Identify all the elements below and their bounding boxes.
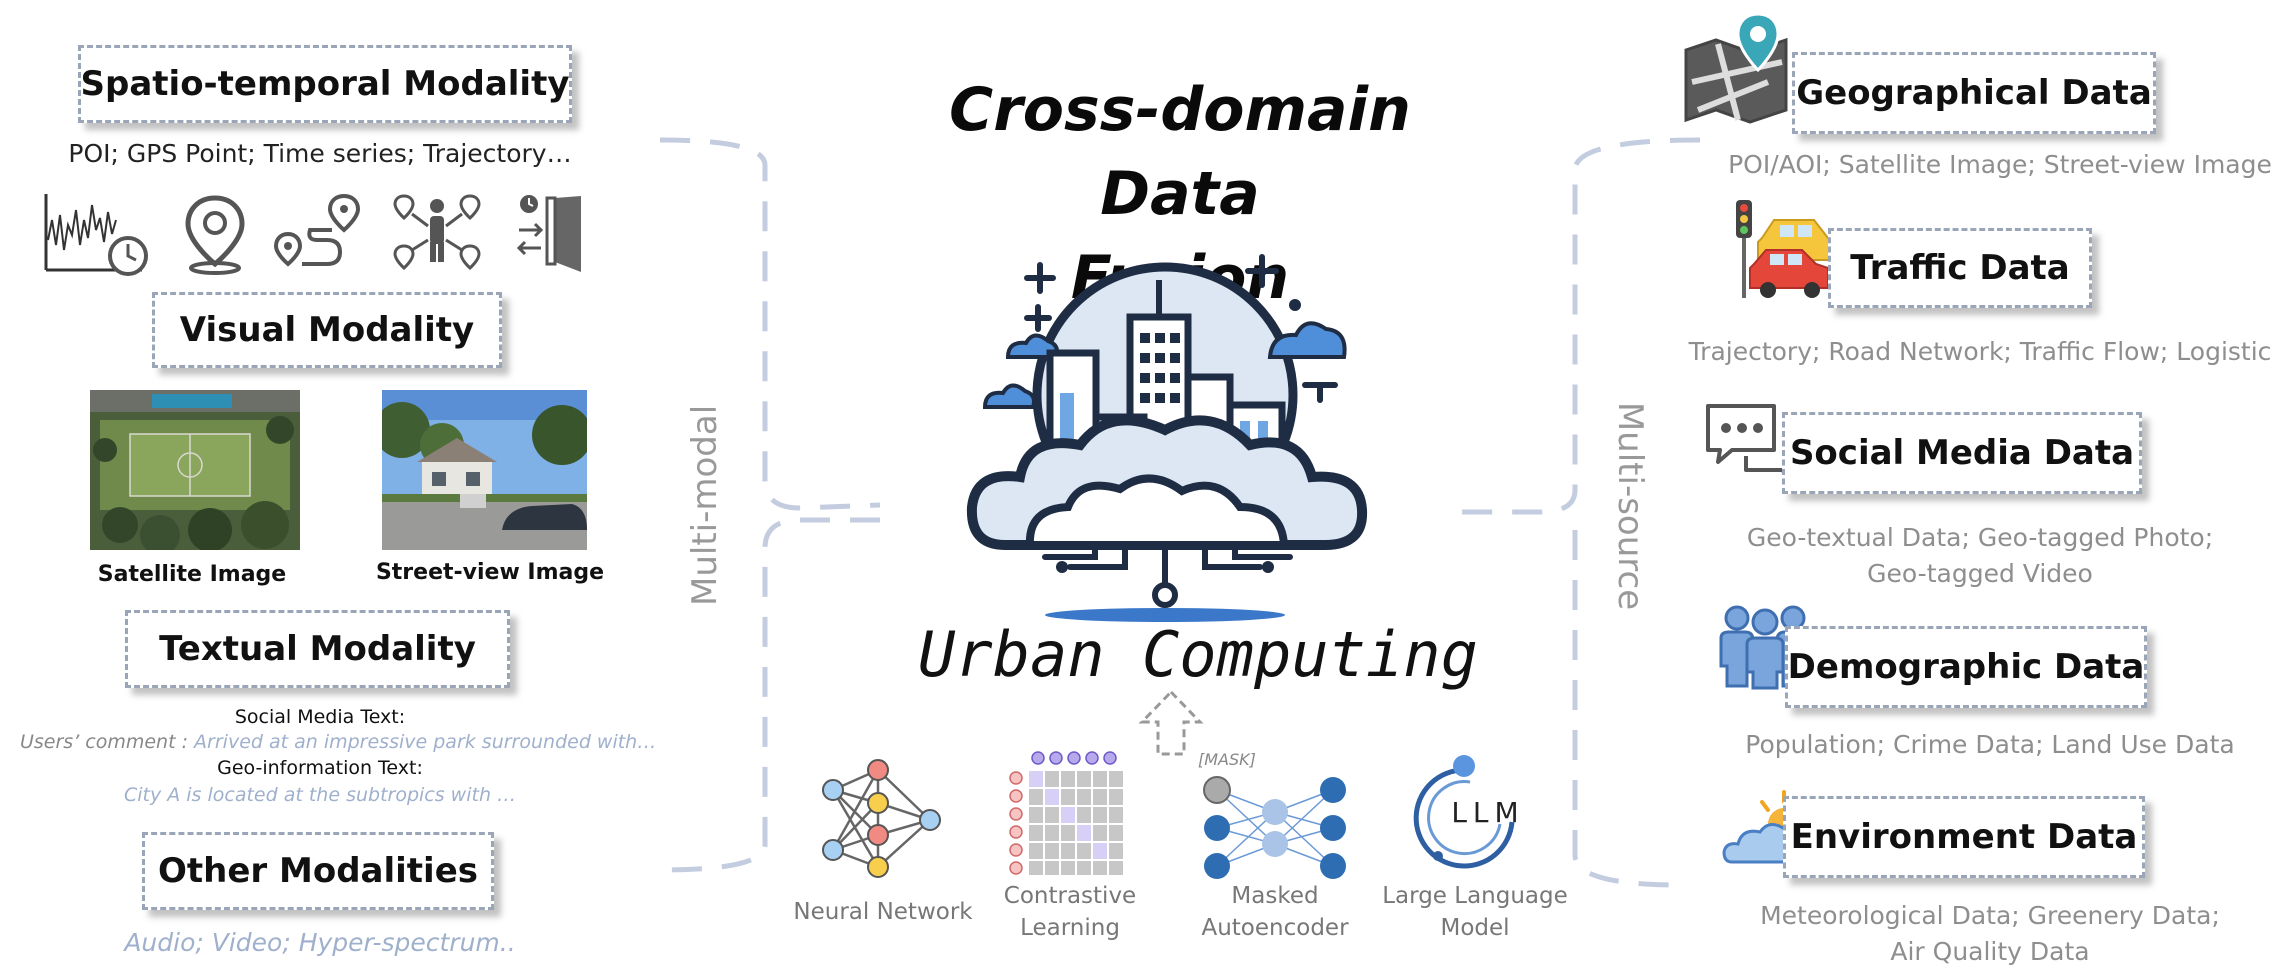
satellite-image-drawing	[90, 390, 300, 550]
social-media-data-box: Social Media Data	[1782, 412, 2142, 494]
trajectory-person-icon	[393, 194, 481, 271]
map-pin-icon	[1684, 12, 1788, 124]
contrastive-learning-icon	[1009, 751, 1125, 877]
satellite-image-caption: Satellite Image	[97, 562, 287, 587]
geographical-data-box: Geographical Data	[1792, 52, 2156, 134]
satellite-image	[90, 390, 300, 550]
title-line1: Cross-domain Data	[949, 75, 1411, 229]
environment-data-box: Environment Data	[1783, 796, 2145, 878]
masked-autoencoder-icon	[1203, 776, 1346, 879]
method-label-line1: Neural Network	[793, 899, 973, 925]
demographic-data-examples: Population; Crime Data; Land Use Data	[1745, 730, 2235, 759]
social-media-data-examples: Geo-textual Data; Geo-tagged Photo; Geo-…	[1700, 520, 2260, 592]
llm-icon: LLM	[1413, 755, 1524, 869]
street-view-image	[382, 390, 587, 550]
geo-information-text-heading: Geo-information Text:	[217, 757, 423, 779]
environment-examples-line2: Air Quality Data	[1890, 937, 2090, 966]
traffic-data-examples: Trajectory; Road Network; Traffic Flow; …	[1688, 337, 2272, 366]
users-comment-text: Arrived at an impressive park surrounded…	[194, 731, 657, 753]
mask-tag: [MASK]	[1198, 750, 1256, 769]
users-comment-prefix: Users’ comment :	[20, 731, 195, 753]
urban-computing-label: Urban Computing	[918, 618, 1478, 691]
environment-data-title: Environment Data	[1790, 817, 2138, 857]
method-label-line2: Model	[1440, 915, 1510, 941]
social-media-examples-line1: Geo-textual Data; Geo-tagged Photo;	[1746, 523, 2214, 552]
spatio-temporal-modality-title: Spatio-temporal Modality	[80, 64, 570, 104]
social-media-text-heading: Social Media Text:	[234, 706, 406, 728]
geographical-data-examples: POI/AOI; Satellite Image; Street-view Im…	[1728, 150, 2272, 179]
other-modalities-examples: Audio; Video; Hyper-spectrum..	[124, 928, 516, 957]
method-label-line1: Large Language	[1382, 883, 1568, 909]
other-modalities-box: Other Modalities	[142, 832, 494, 910]
geographical-data-title: Geographical Data	[1796, 73, 2152, 113]
traffic-data-box: Traffic Data	[1828, 228, 2092, 308]
method-label-line2: Learning	[1020, 915, 1120, 941]
multi-source-label: Multi-source	[1610, 401, 1650, 611]
city-cloud-icon	[966, 254, 1368, 622]
time-series-icon	[44, 194, 148, 276]
traffic-data-title: Traffic Data	[1850, 248, 2070, 288]
social-media-text-example: Users’ comment : Arrived at an impressiv…	[20, 731, 656, 753]
other-modalities-title: Other Modalities	[157, 851, 478, 891]
method-label-neural-network: Neural Network	[778, 896, 988, 928]
door-exit-icon	[516, 195, 581, 272]
method-label-contrastive: Contrastive Learning	[985, 880, 1155, 944]
gps-route-icon	[273, 193, 361, 267]
llm-logo-text: LLM	[1451, 796, 1524, 829]
method-label-masked: Masked Autoencoder	[1190, 880, 1360, 944]
multi-modal-label: Multi-modal	[685, 404, 725, 606]
traffic-cars-icon	[1736, 200, 1845, 298]
visual-modality-title: Visual Modality	[179, 310, 475, 350]
environment-examples-line1: Meteorological Data; Greenery Data;	[1760, 901, 2220, 930]
social-media-data-title: Social Media Data	[1789, 433, 2135, 473]
method-label-line1: Contrastive	[1003, 883, 1137, 909]
spatio-temporal-examples: POI; GPS Point; Time series; Trajectory…	[68, 139, 572, 168]
method-label-llm: Large Language Model	[1370, 880, 1580, 944]
demographic-data-title: Demographic Data	[1787, 647, 2145, 687]
visual-modality-box: Visual Modality	[152, 292, 502, 368]
environment-data-examples: Meteorological Data; Greenery Data; Air …	[1700, 898, 2280, 970]
social-media-examples-line2: Geo-tagged Video	[1867, 559, 2093, 588]
up-arrow-icon	[1138, 689, 1204, 756]
textual-modality-title: Textual Modality	[159, 629, 476, 669]
street-view-image-drawing	[382, 390, 587, 550]
poi-pin-icon	[185, 195, 245, 275]
neural-network-icon	[822, 759, 941, 878]
street-view-image-caption: Street-view Image	[375, 560, 605, 585]
demographic-data-box: Demographic Data	[1785, 626, 2147, 708]
textual-modality-box: Textual Modality	[125, 610, 510, 688]
geo-information-text-example: City A is located at the subtropics with…	[123, 784, 517, 806]
method-label-line2: Autoencoder	[1201, 915, 1349, 941]
spatio-temporal-modality-box: Spatio-temporal Modality	[78, 45, 572, 123]
method-label-line1: Masked	[1231, 883, 1319, 909]
